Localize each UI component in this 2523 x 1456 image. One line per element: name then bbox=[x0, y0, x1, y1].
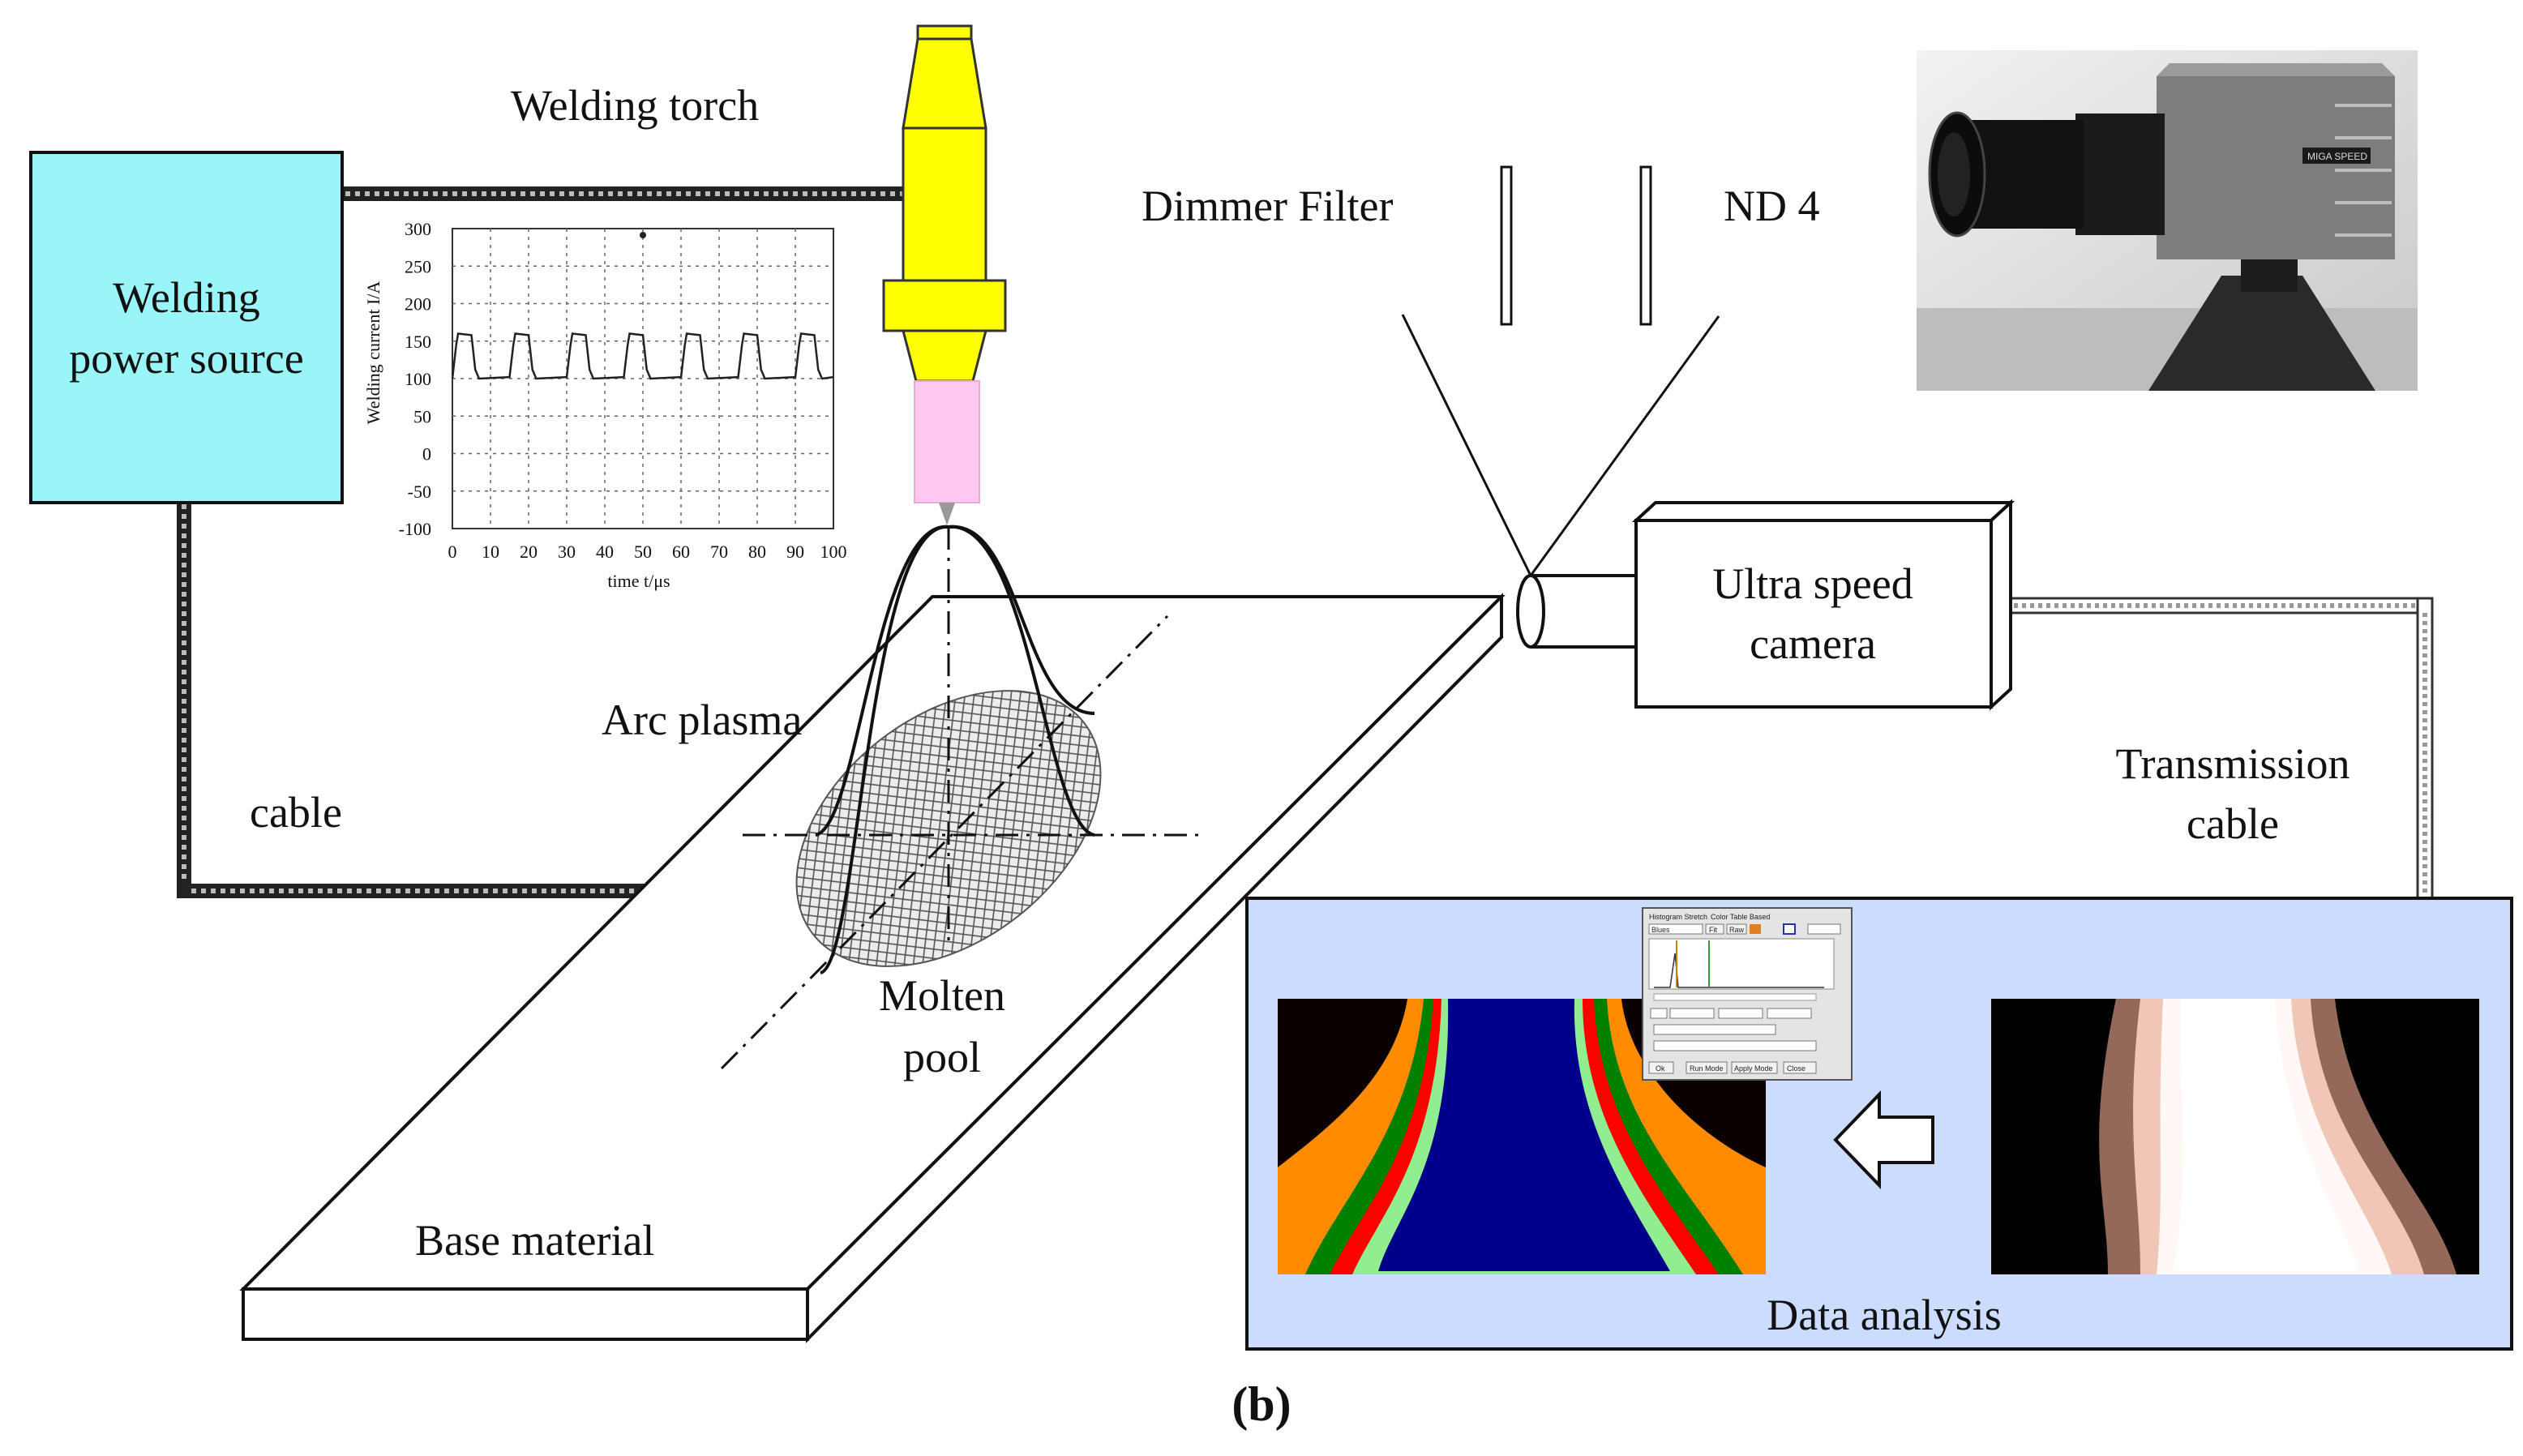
welding-power-source-box bbox=[29, 151, 344, 504]
chart-x-tick-label: 30 bbox=[558, 542, 576, 562]
ultra-speed-camera bbox=[1516, 499, 2015, 711]
histogram-apply-mode-button[interactable] bbox=[1731, 1061, 1778, 1074]
histogram-select-value: Blues bbox=[1651, 926, 1670, 934]
chart-x-tick-label: 20 bbox=[520, 542, 538, 562]
torch-nozzle bbox=[914, 380, 980, 503]
nd4-label: ND 4 bbox=[1724, 182, 1820, 230]
histogram-raw-button[interactable] bbox=[1726, 923, 1747, 935]
chart-y-tick-label: 100 bbox=[405, 369, 431, 389]
histogram-ok-button[interactable] bbox=[1648, 1061, 1674, 1074]
chart-x-tick-label: 100 bbox=[820, 542, 847, 562]
histogram-plot bbox=[1648, 938, 1835, 990]
chart-x-axis-label: time t/μs bbox=[607, 571, 670, 591]
chart-y-tick-label: 200 bbox=[405, 294, 431, 315]
field-of-view-lines bbox=[1401, 314, 1720, 576]
left-arrow-icon bbox=[1833, 1090, 1934, 1189]
dimmer-filter bbox=[1500, 165, 1513, 326]
chart-x-tick-label: 50 bbox=[634, 542, 652, 562]
histogram-stretch-window: Histogram Stretch Color Table Based Blue… bbox=[1642, 907, 1853, 1081]
cable-label: cable bbox=[250, 788, 342, 837]
chart-y-tick-label: -50 bbox=[408, 482, 431, 502]
histogram-run-mode-button[interactable] bbox=[1686, 1061, 1728, 1074]
chart-marker bbox=[640, 232, 646, 238]
raw-arc-image bbox=[1991, 999, 2479, 1274]
camera-label-line1: Ultra speed bbox=[1712, 559, 1913, 608]
dimmer-filter-label: Dimmer Filter bbox=[1142, 182, 1393, 230]
data-analysis-label: Data analysis bbox=[1767, 1291, 2001, 1339]
power-source-label-line2: power source bbox=[69, 334, 303, 383]
histogram-tab-2[interactable]: Color Table Based bbox=[1711, 913, 1770, 921]
apply-mode-button-label: Apply Mode bbox=[1734, 1064, 1773, 1073]
molten-pool-label-line1: Molten bbox=[879, 971, 1005, 1020]
power-source-label-line1: Welding bbox=[113, 273, 260, 322]
chart-x-tick-label: 60 bbox=[672, 542, 690, 562]
molten-pool-label-line2: pool bbox=[903, 1033, 981, 1081]
chart-y-tick-label: 0 bbox=[422, 444, 431, 465]
chart-y-tick-label: -100 bbox=[399, 519, 431, 539]
camera-label-line2: camera bbox=[1750, 619, 1876, 668]
chart-y-axis-label: Welding current I/A bbox=[363, 281, 383, 425]
transmission-cable bbox=[2001, 597, 2434, 901]
welding-torch bbox=[882, 24, 1007, 525]
arc-plasma-profile-lower bbox=[820, 525, 1095, 974]
camera-photo: MIGA SPEED bbox=[1917, 50, 2418, 391]
raw-button-label: Raw bbox=[1729, 926, 1745, 934]
chart-x-tick-label: 40 bbox=[596, 542, 614, 562]
histogram-close-button[interactable] bbox=[1783, 1061, 1817, 1074]
base-material-label: Base material bbox=[415, 1216, 654, 1265]
chart-y-tick-label: 300 bbox=[405, 219, 431, 239]
fit-button-label: Fit bbox=[1709, 926, 1717, 934]
chart-series-line bbox=[451, 332, 834, 380]
arc-plasma-label: Arc plasma bbox=[602, 696, 802, 744]
figure-caption: (b) bbox=[1232, 1377, 1291, 1431]
transmission-cable-label-line1: Transmission bbox=[2115, 739, 2350, 788]
power-cable-bottom bbox=[177, 501, 657, 898]
chart-x-tick-label: 80 bbox=[748, 542, 766, 562]
chart-x-tick-label: 10 bbox=[482, 542, 499, 562]
run-mode-button-label: Run Mode bbox=[1690, 1064, 1724, 1073]
ok-button-label: Ok bbox=[1656, 1064, 1665, 1073]
transmission-cable-label-line2: cable bbox=[2187, 799, 2279, 848]
chart-y-tick-label: 150 bbox=[405, 332, 431, 352]
nd4-filter bbox=[1639, 165, 1652, 326]
camera-brand-text: MIGA SPEED bbox=[2307, 151, 2367, 162]
chart-x-tick-label: 0 bbox=[448, 542, 457, 562]
power-cable-top bbox=[342, 186, 910, 201]
pool-axes bbox=[720, 527, 1205, 1070]
welding-torch-label: Welding torch bbox=[511, 81, 759, 130]
close-button-label: Close bbox=[1787, 1064, 1806, 1073]
chart-x-tick-label: 70 bbox=[710, 542, 728, 562]
histogram-fit-button[interactable] bbox=[1705, 923, 1724, 935]
histogram-tab-1[interactable]: Histogram Stretch bbox=[1649, 913, 1707, 921]
chart-y-tick-label: 50 bbox=[413, 406, 431, 426]
chart-y-tick-label: 250 bbox=[405, 256, 431, 276]
histogram-select[interactable] bbox=[1648, 923, 1703, 935]
welding-current-chart: 0 10 20 30 40 50 60 70 80 90 100 300 250 200 150 100 50 0… bbox=[399, 219, 847, 562]
chart-x-tick-label: 90 bbox=[786, 542, 804, 562]
